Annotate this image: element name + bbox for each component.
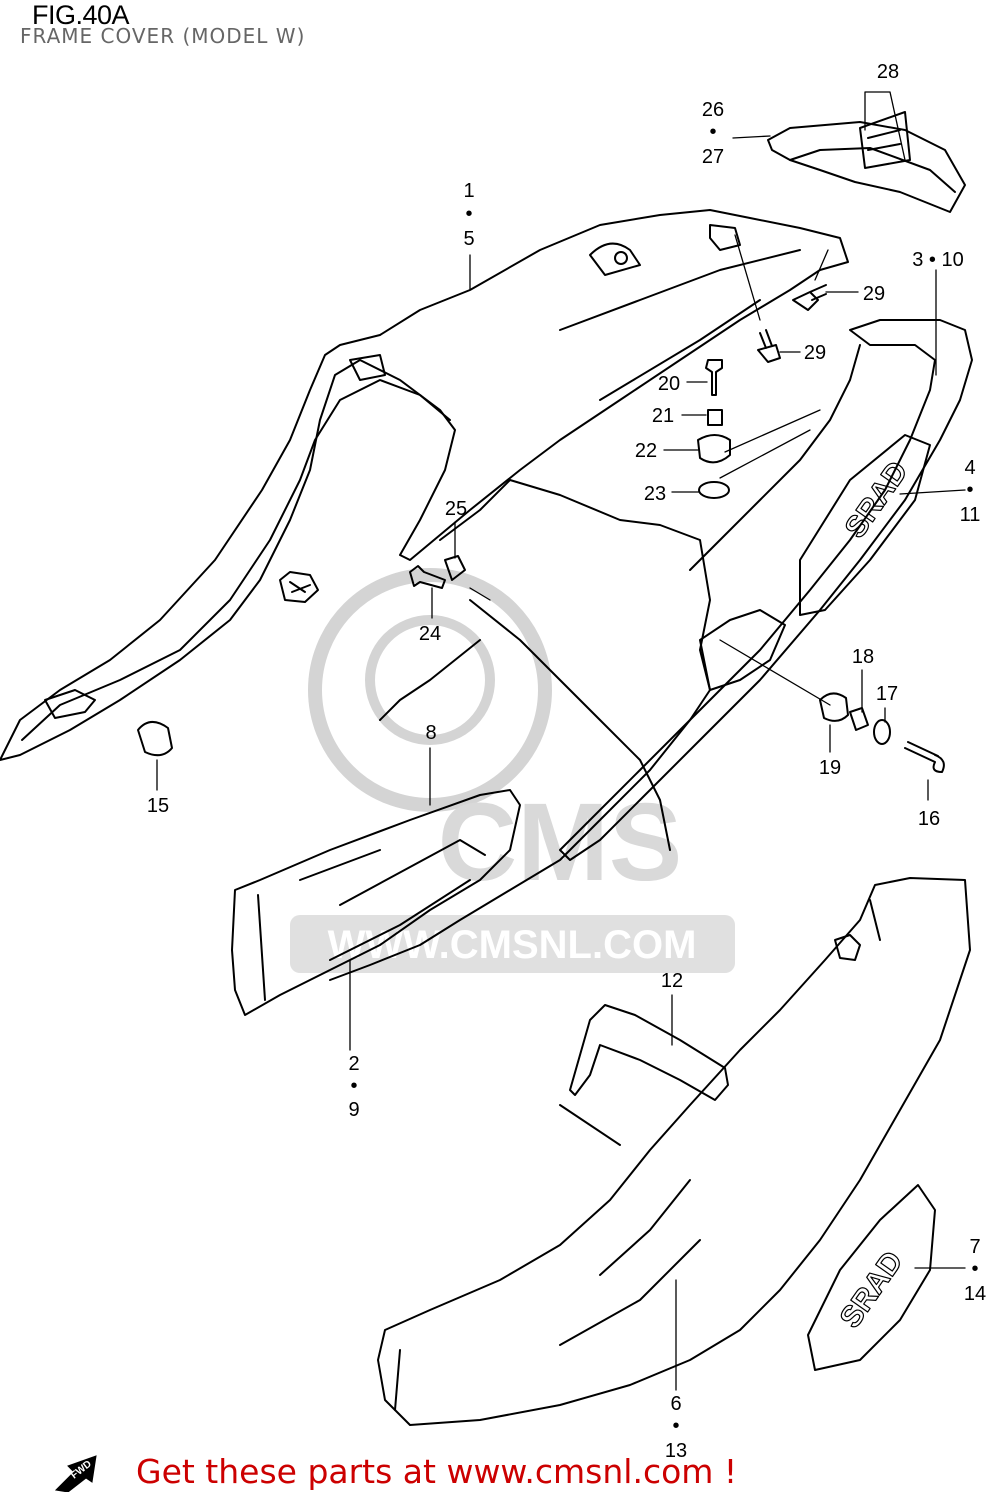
callout-2-line2: 9 <box>348 1099 359 1121</box>
callout-26-line1: 26 <box>702 99 724 121</box>
callout-4-line2: 11 <box>960 504 981 526</box>
callout-7: 7 • 14 <box>964 1236 986 1305</box>
callout-21: 21 <box>652 405 674 427</box>
figure-number: FIG.40A <box>32 0 130 30</box>
leader-26 <box>732 135 771 139</box>
callout-7-line2: 14 <box>964 1283 986 1305</box>
tail-cover-inner <box>21 249 801 741</box>
screw-16 <box>904 741 945 773</box>
callout-20: 20 <box>658 373 680 395</box>
decal-logo-upper: SRAD <box>839 455 915 544</box>
callout-15: 15 <box>147 795 169 817</box>
callout-23: 23 <box>644 483 666 505</box>
bracket-12 <box>569 1004 729 1101</box>
seat-tail-cover <box>0 209 849 761</box>
nut-25 <box>444 555 466 581</box>
fwd-arrow-icon: FWD <box>54 1455 97 1492</box>
cushion-22 <box>697 434 731 464</box>
bolt-24 <box>409 565 446 589</box>
callout-6: 6 • 13 <box>665 1393 687 1462</box>
side-cover-inner-edge <box>689 344 861 571</box>
callout-26-line2: 27 <box>702 146 724 168</box>
tail-cover-mount-right <box>589 242 641 276</box>
callout-8: 8 <box>425 722 436 744</box>
washer-17 <box>873 719 891 745</box>
rear-cowl-edge <box>789 147 956 193</box>
collar-21 <box>707 409 723 426</box>
frame-cover-opening <box>699 609 786 691</box>
callout-19: 19 <box>819 757 841 779</box>
callout-4: 4 • 11 <box>960 457 981 526</box>
bolt-20 <box>705 359 723 396</box>
callout-26-dot: • <box>709 121 716 143</box>
callout-2: 2 • 9 <box>348 1053 359 1121</box>
screw-29-upper <box>792 284 827 311</box>
callout-4-line1: 4 <box>964 457 975 479</box>
collar-18 <box>849 707 869 731</box>
rear-under-cover <box>231 789 521 1016</box>
cmsnl-link[interactable]: Get these parts at www.cmsnl.com ! <box>136 1452 738 1491</box>
grommet-15 <box>137 721 173 757</box>
screw-29-lower <box>757 329 781 363</box>
tail-cover-lower-tab <box>44 689 96 719</box>
leader-4 <box>899 489 966 495</box>
callout-18: 18 <box>852 646 874 668</box>
callout-28: 28 <box>877 61 899 83</box>
callout-3: 3 • 10 <box>912 249 963 271</box>
side-cover-upper <box>559 319 973 861</box>
callout-24: 24 <box>419 623 441 645</box>
side-cover-lower <box>377 877 971 1426</box>
side-cover-lower-inner <box>394 899 881 1411</box>
side-cover-decal-lower <box>807 1184 936 1371</box>
callout-12: 12 <box>661 970 683 992</box>
watermark-logo-face <box>365 615 495 745</box>
callout-labels: 1 • 5 2 • 9 3 • 10 4 • 11 6 • 13 7 <box>147 61 986 1462</box>
side-cover-decal-upper <box>799 434 931 616</box>
callout-2-dot: • <box>350 1075 357 1097</box>
callout-7-dot: • <box>971 1258 978 1280</box>
callout-1-dot: • <box>465 203 472 225</box>
watermark-brand: CMS <box>438 781 682 904</box>
under-cover-inner <box>257 839 486 1001</box>
callout-17: 17 <box>876 683 898 705</box>
callout-6-line2: 13 <box>665 1440 687 1462</box>
callout-6-line1: 6 <box>670 1393 681 1415</box>
tail-cover-tab <box>709 224 741 251</box>
callout-7-line1: 7 <box>969 1236 980 1258</box>
callout-2-line1: 2 <box>348 1053 359 1075</box>
leader-assembly <box>469 234 831 706</box>
callout-1: 1 • 5 <box>463 180 474 250</box>
tail-cover-grill <box>279 571 319 603</box>
callout-25: 25 <box>445 498 467 520</box>
grommet-19 <box>819 692 849 722</box>
leader-28 <box>864 91 906 161</box>
callout-29-lower: 29 <box>804 342 826 364</box>
callout-6-dot: • <box>672 1415 679 1437</box>
figure-title: FRAME COVER (MODEL W) <box>20 24 306 48</box>
tail-cover-mount-left <box>349 354 386 381</box>
callout-4-dot: • <box>966 479 973 501</box>
callout-1-line2: 5 <box>463 228 474 250</box>
side-cover-lower-tab <box>834 934 861 961</box>
callout-16: 16 <box>918 808 940 830</box>
callout-1-line1: 1 <box>463 180 474 202</box>
callout-26: 26 • 27 <box>702 99 724 168</box>
washer-23 <box>698 481 730 499</box>
leader-lines <box>156 91 966 1391</box>
callout-22: 22 <box>635 440 657 462</box>
callout-29-upper: 29 <box>863 283 885 305</box>
frame-cover-main <box>329 479 711 981</box>
